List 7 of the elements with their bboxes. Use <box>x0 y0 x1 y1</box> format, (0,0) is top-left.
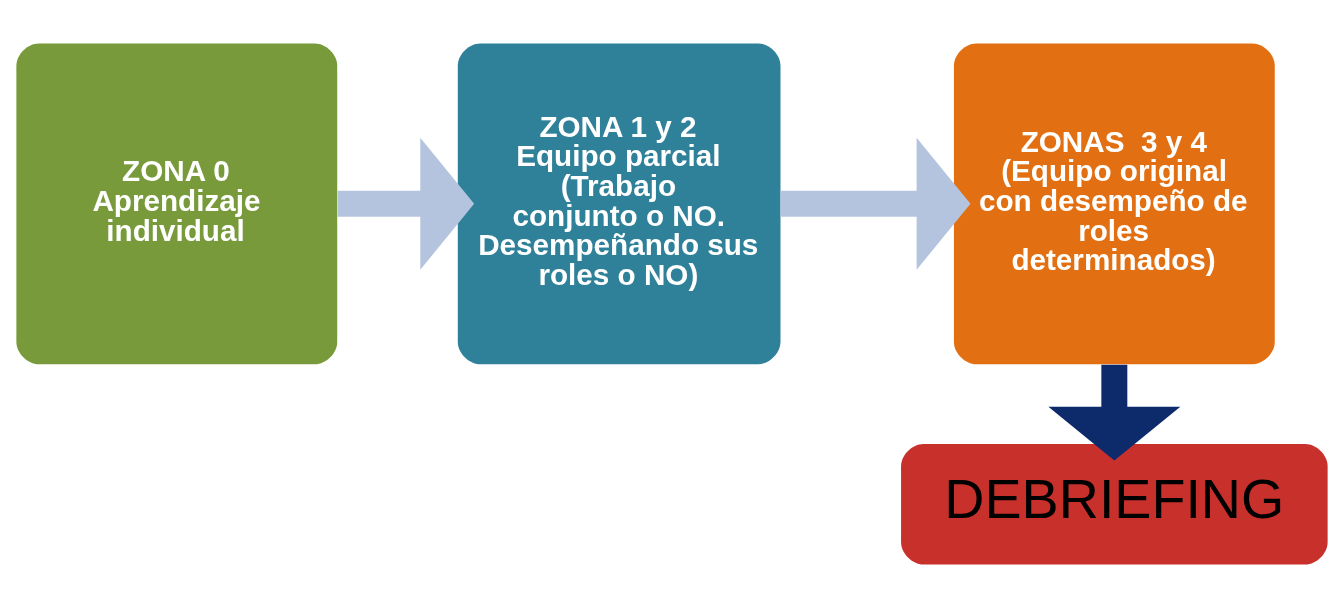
node-box: ZONA 1 y 2 Equipo parcial (Trabajo conjunto o NO. Desempeñando sus roles o NO) <box>457 42 781 364</box>
node-box: DEBRIEFING <box>901 443 1328 565</box>
arrow <box>780 137 971 270</box>
node-box: ZONAS 3 y 4 (Equipo original con desempeño de roles determinados) <box>953 42 1275 364</box>
arrow <box>1048 364 1181 461</box>
node-box: ZONA 0 Aprendizaje individual <box>16 42 338 364</box>
arrow <box>337 137 475 270</box>
